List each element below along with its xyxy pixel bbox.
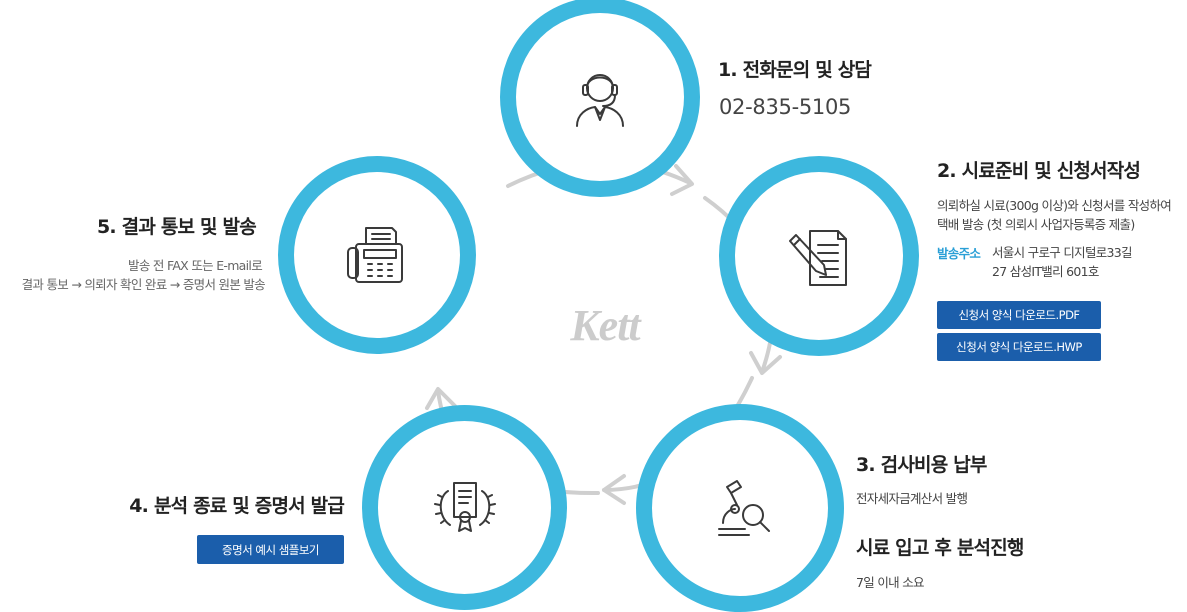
certificate-sample-button[interactable]: 증명서 예시 샘플보기 — [197, 535, 344, 564]
step2-title: 2. 시료준비 및 신청서작성 — [937, 156, 1141, 183]
step2-desc-line1: 의뢰하실 시료(300g 이상)와 신청서를 작성하여 — [937, 198, 1172, 213]
step5-title: 5. 결과 통보 및 발송 — [97, 212, 257, 239]
step5-title-text: 결과 통보 및 발송 — [121, 216, 257, 238]
step2-address-line2: 27 삼성IT밸리 601호 — [992, 264, 1099, 279]
download-hwp-button[interactable]: 신청서 양식 다운로드.HWP — [937, 333, 1101, 361]
headset-agent-icon — [576, 74, 624, 127]
step3-subdesc: 7일 이내 소요 — [856, 575, 925, 590]
step1-number: 1. — [718, 59, 738, 81]
pen-document-icon — [789, 230, 847, 286]
step5-desc-line2: 결과 통보 → 의뢰자 확인 완료 → 증명서 원본 발송 — [21, 277, 266, 292]
step1-title: 1. 전화문의 및 상담 — [718, 55, 872, 82]
step5-circle — [278, 156, 476, 354]
step3-title: 3. 검사비용 납부 — [856, 450, 987, 477]
step2-circle — [719, 156, 919, 356]
step4-title: 4. 분석 종료 및 증명서 발급 — [129, 491, 345, 518]
step1-title-text: 전화문의 및 상담 — [742, 59, 872, 81]
step2-desc-line2: 택배 발송 (첫 의뢰시 사업자등록증 제출) — [937, 217, 1135, 232]
step3-number: 3. — [856, 454, 876, 476]
microscope-magnifier-icon — [718, 480, 770, 536]
step5-desc-line1: 발송 전 FAX 또는 E-mail로 — [128, 258, 263, 273]
arrowhead-4 — [425, 387, 457, 410]
arrowhead-2 — [749, 351, 782, 375]
download-pdf-button[interactable]: 신청서 양식 다운로드.PDF — [937, 301, 1101, 329]
step2-address-label: 발송주소 — [937, 246, 981, 261]
step4-circle — [362, 405, 567, 610]
step2-address-line1: 서울시 구로구 디지털로33길 — [992, 245, 1133, 260]
certificate-laurel-icon — [433, 481, 496, 532]
arrowhead-3 — [602, 474, 626, 505]
step3-circle — [636, 404, 844, 612]
step3-subtitle: 시료 입고 후 분석진행 — [856, 537, 1024, 559]
step1-circle — [500, 0, 700, 197]
step2-number: 2. — [937, 160, 957, 182]
arrowhead-1 — [670, 164, 694, 196]
svg-text:Kett: Kett — [569, 302, 642, 348]
step2-title-text: 시료준비 및 신청서작성 — [961, 160, 1141, 182]
step4-title-text: 분석 종료 및 증명서 발급 — [153, 495, 345, 517]
step1-phone: 02-835-5105 — [719, 95, 852, 119]
step3-desc: 전자세자금계산서 발행 — [856, 491, 968, 506]
fax-machine-icon — [347, 227, 403, 283]
step4-number: 4. — [129, 495, 149, 517]
kett-logo: Kett — [569, 302, 643, 348]
step5-number: 5. — [97, 216, 117, 238]
step3-title-text: 검사비용 납부 — [880, 454, 988, 476]
